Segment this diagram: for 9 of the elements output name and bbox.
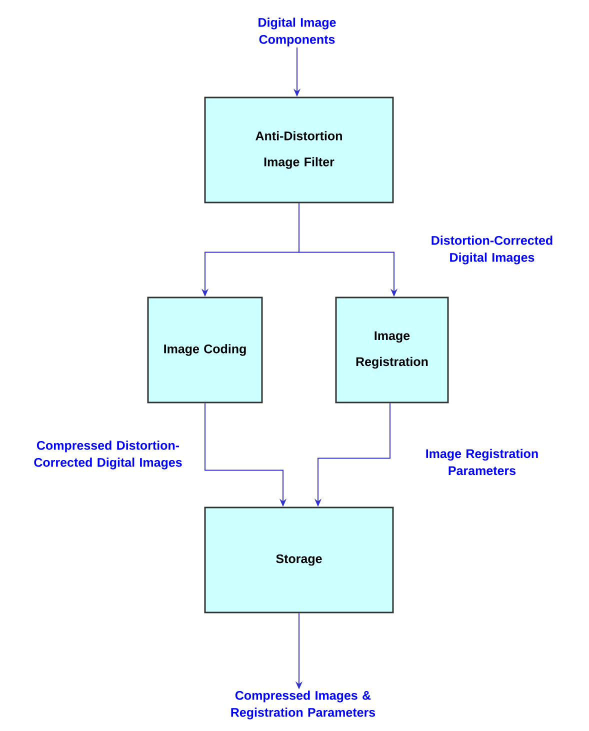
- flow-label: Compressed Images & Registration Parameters: [231, 690, 376, 720]
- edge-label: Compressed Distortion-Corrected Digital Images: [34, 440, 182, 470]
- process-box: Image Coding: [147, 296, 263, 404]
- edge-label: Image Registration Parameters: [426, 448, 538, 476]
- edge-label: Distortion-Corrected Digital Images: [432, 236, 552, 264]
- process-box: Storage: [204, 506, 394, 614]
- process-box: Image Registration: [335, 296, 449, 404]
- flow-label: Digital Image Components: [258, 18, 336, 46]
- process-box: Anti-Distortion Image Filter: [204, 96, 394, 204]
